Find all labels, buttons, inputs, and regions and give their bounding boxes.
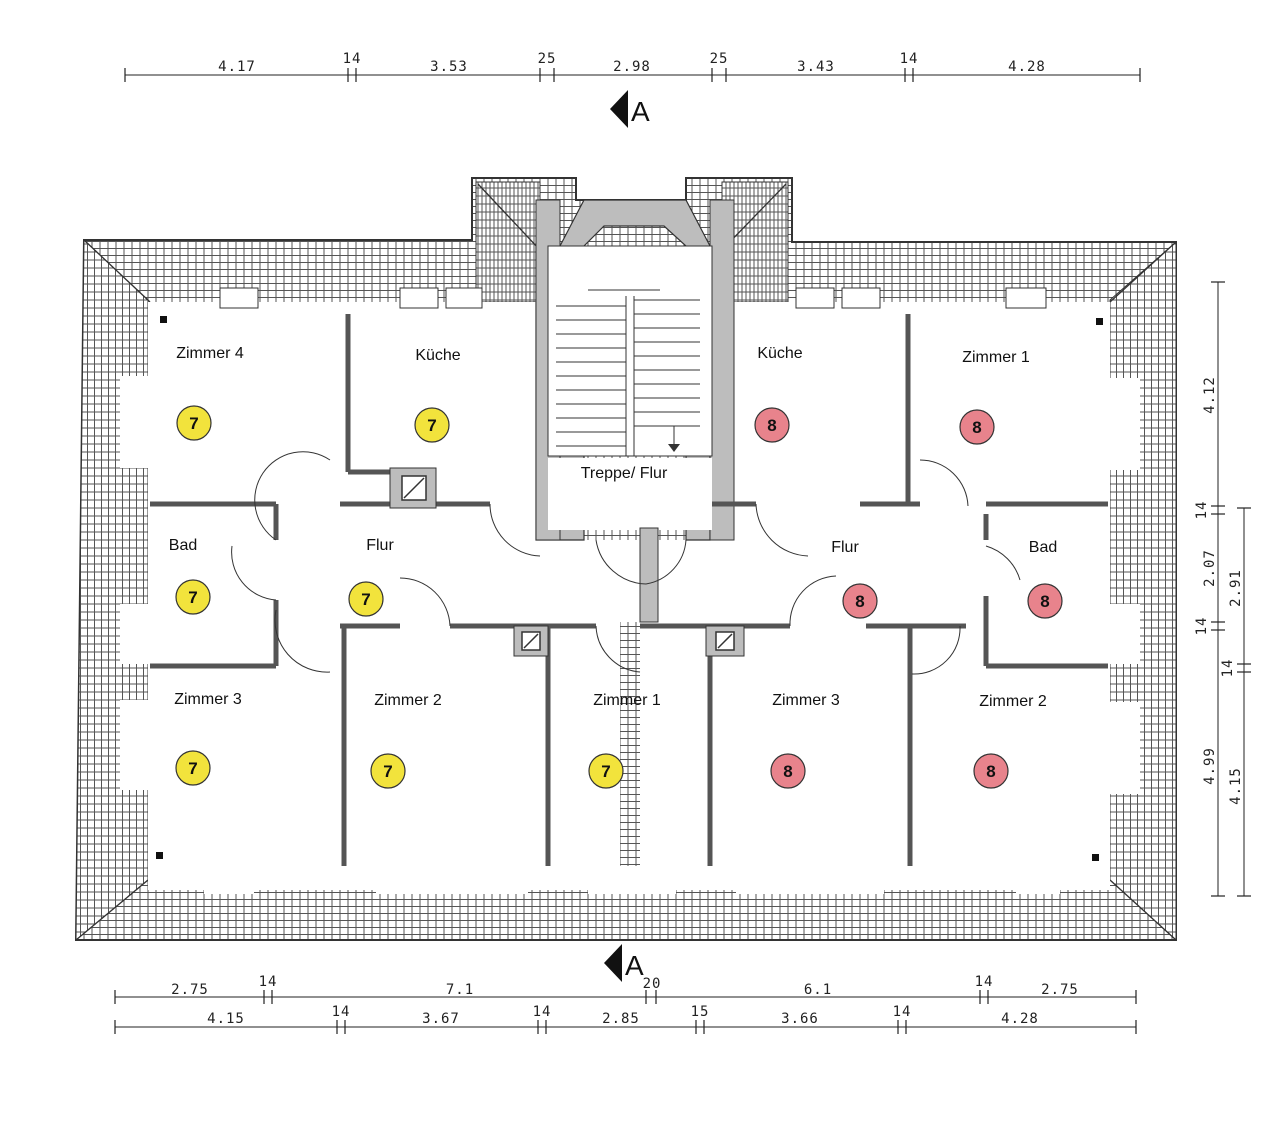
badge-zimmer2-right: 8 bbox=[986, 762, 995, 781]
dim-bottom2-8: 14 bbox=[893, 1004, 912, 1020]
dim-bottom2-2: 14 bbox=[332, 1004, 351, 1020]
badge-zimmer2-left: 7 bbox=[383, 762, 392, 781]
dim-bottom1-5: 6.1 bbox=[804, 982, 832, 998]
room-zimmer-2-right: Zimmer 2 bbox=[979, 693, 1047, 710]
dim-top-4: 25 bbox=[538, 51, 557, 67]
badge-kueche-left: 7 bbox=[427, 416, 436, 435]
dim-right-inner-1: 2.91 bbox=[1228, 569, 1244, 607]
dim-right-outer-2: 14 bbox=[1194, 501, 1210, 520]
walls bbox=[150, 314, 1108, 866]
badge-circle-zimmer2-right bbox=[973, 753, 1009, 789]
dim-top-3: 3.53 bbox=[430, 59, 468, 75]
dim-top-9: 4.28 bbox=[1008, 59, 1046, 75]
dim-top-6: 25 bbox=[710, 51, 729, 67]
section-label-top: A bbox=[631, 96, 650, 127]
dim-top-8: 14 bbox=[900, 51, 919, 67]
wall-marks bbox=[156, 316, 1103, 861]
dim-bottom2-7: 3.66 bbox=[781, 1011, 819, 1027]
room-zimmer-3-right: Zimmer 3 bbox=[772, 692, 840, 709]
badge-circle-flur-right bbox=[842, 583, 878, 619]
unit-badge-labels: 7 7 7 7 7 7 7 8 8 8 8 8 8 bbox=[188, 414, 1049, 781]
right-dimension-line-inner: 2.91 14 4.15 bbox=[1220, 507, 1251, 897]
bottom-dimension-line-2: 4.15 14 3.67 14 2.85 15 3.66 14 4.28 bbox=[114, 1004, 1137, 1034]
right-dimension-line-outer: 4.12 14 2.07 14 4.99 bbox=[1194, 281, 1225, 897]
door-swings bbox=[231, 451, 1021, 675]
dim-bottom1-3: 7.1 bbox=[446, 982, 474, 998]
room-treppe-flur: Treppe/ Flur bbox=[581, 465, 668, 482]
dim-bottom1-6: 14 bbox=[975, 974, 994, 990]
badge-circle-bad-right bbox=[1027, 583, 1063, 619]
room-kueche-right: Küche bbox=[757, 345, 802, 362]
stairwell bbox=[535, 199, 735, 541]
room-zimmer-3-left: Zimmer 3 bbox=[174, 691, 242, 708]
badge-zimmer3-right: 8 bbox=[783, 762, 792, 781]
badge-zimmer4: 7 bbox=[189, 414, 198, 433]
dim-bottom2-4: 14 bbox=[533, 1004, 552, 1020]
room-kueche-left: Küche bbox=[415, 347, 460, 364]
dim-right-inner-2: 14 bbox=[1220, 659, 1236, 678]
dim-top-5: 2.98 bbox=[613, 59, 651, 75]
top-dimension-line: 4.17 14 3.53 25 2.98 25 3.43 14 4.28 bbox=[124, 51, 1141, 82]
badge-flur-right: 8 bbox=[855, 592, 864, 611]
dim-right-outer-4: 14 bbox=[1194, 617, 1210, 636]
section-marker-top: A bbox=[610, 90, 650, 128]
dim-bottom1-7: 2.75 bbox=[1041, 982, 1079, 998]
badge-flur-left: 7 bbox=[361, 590, 370, 609]
badge-circle-zimmer1-right bbox=[959, 409, 995, 445]
dim-bottom2-6: 15 bbox=[691, 1004, 710, 1020]
dim-right-outer-5: 4.99 bbox=[1202, 747, 1218, 785]
room-zimmer-4: Zimmer 4 bbox=[176, 345, 244, 362]
dim-bottom2-5: 2.85 bbox=[602, 1011, 640, 1027]
room-flur-left: Flur bbox=[366, 537, 394, 554]
room-zimmer-2-left: Zimmer 2 bbox=[374, 692, 442, 709]
badge-circle-zimmer1-mid bbox=[588, 753, 624, 789]
dim-bottom1-1: 2.75 bbox=[171, 982, 209, 998]
dim-bottom2-9: 4.28 bbox=[1001, 1011, 1039, 1027]
bottom-dimension-line-1: 2.75 14 7.1 20 6.1 14 2.75 bbox=[114, 974, 1137, 1004]
dim-top-7: 3.43 bbox=[797, 59, 835, 75]
unit-badges bbox=[175, 405, 1063, 789]
badge-circle-zimmer2-left bbox=[370, 753, 406, 789]
badge-zimmer1-mid: 7 bbox=[601, 762, 610, 781]
dim-right-outer-3: 2.07 bbox=[1202, 549, 1218, 587]
room-zimmer-1-right: Zimmer 1 bbox=[962, 349, 1030, 366]
dim-bottom1-2: 14 bbox=[259, 974, 278, 990]
badge-circle-zimmer3-left bbox=[175, 750, 211, 786]
dim-right-outer-1: 4.12 bbox=[1202, 376, 1218, 414]
section-marker-bottom: A bbox=[604, 944, 644, 982]
room-flur-right: Flur bbox=[831, 539, 859, 556]
badge-bad-right: 8 bbox=[1040, 592, 1049, 611]
dim-top-1: 4.17 bbox=[218, 59, 256, 75]
room-zimmer-1-mid: Zimmer 1 bbox=[593, 692, 661, 709]
room-labels: Zimmer 4 Küche Küche Zimmer 1 Treppe/ Fl… bbox=[169, 345, 1057, 710]
room-bad-right: Bad bbox=[1029, 539, 1057, 556]
badge-circle-zimmer4 bbox=[176, 405, 212, 441]
section-label-bottom: A bbox=[625, 950, 644, 981]
badge-circle-kueche-right bbox=[754, 407, 790, 443]
badge-kueche-right: 8 bbox=[767, 416, 776, 435]
dim-bottom2-1: 4.15 bbox=[207, 1011, 245, 1027]
dim-right-inner-3: 4.15 bbox=[1228, 767, 1244, 805]
badge-circle-zimmer3-right bbox=[770, 753, 806, 789]
badge-zimmer1-right: 8 bbox=[972, 418, 981, 437]
badge-circle-kueche-left bbox=[414, 407, 450, 443]
shafts bbox=[389, 467, 745, 657]
dim-bottom1-4: 20 bbox=[643, 976, 662, 992]
badge-zimmer3-left: 7 bbox=[188, 759, 197, 778]
badge-bad-left: 7 bbox=[188, 588, 197, 607]
badge-circle-flur-left bbox=[348, 581, 384, 617]
room-bad-left: Bad bbox=[169, 537, 197, 554]
dim-top-2: 14 bbox=[343, 51, 362, 67]
dim-bottom2-3: 3.67 bbox=[422, 1011, 460, 1027]
badge-circle-bad-left bbox=[175, 579, 211, 615]
